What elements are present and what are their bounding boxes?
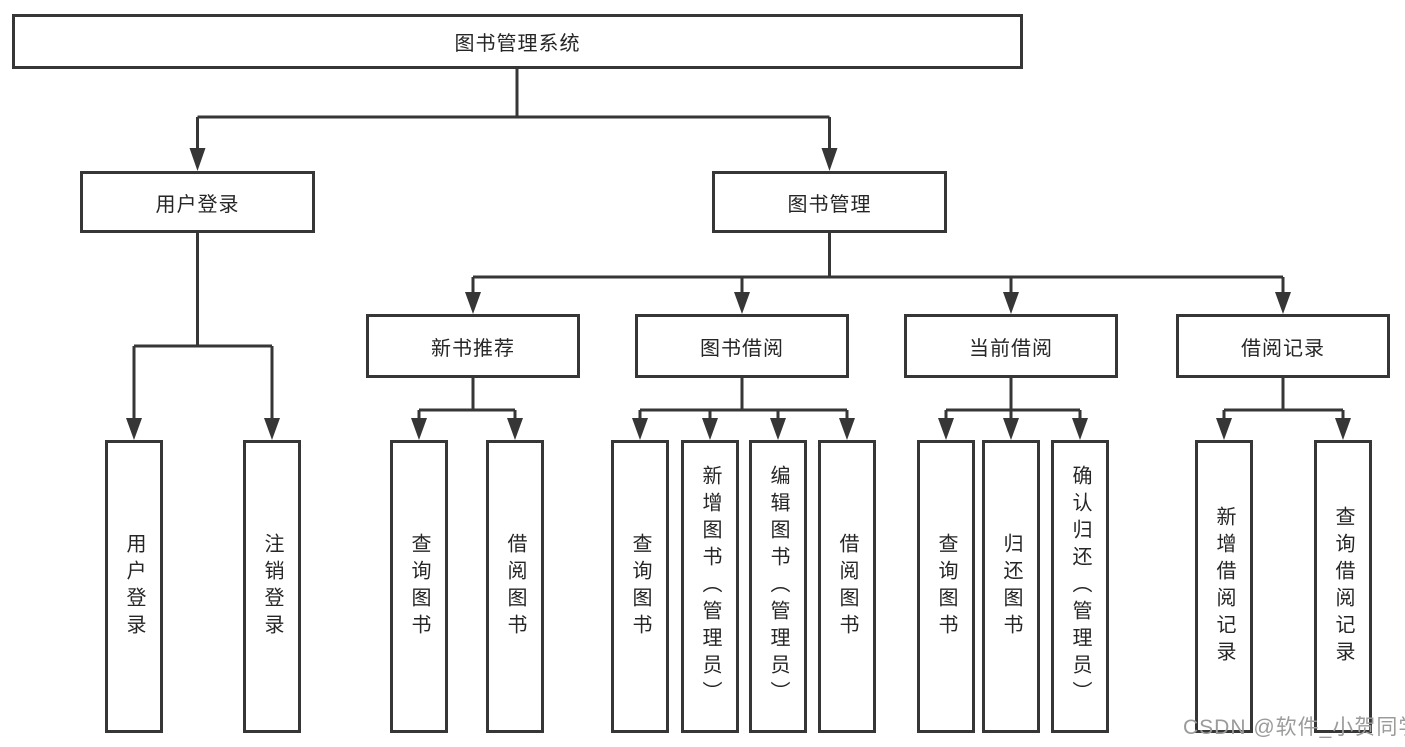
node-leaf-borrow-book-recommend: 借阅图书 [486, 440, 544, 733]
node-leaf-return-book: 归还图书 [982, 440, 1040, 733]
node-leaf-confirm-return-admin: 确认归还（管理员） [1051, 440, 1109, 733]
node-borrowing-records: 借阅记录 [1176, 314, 1390, 378]
node-book-management: 图书管理 [712, 171, 947, 233]
node-library-management-system: 图书管理系统 [12, 14, 1023, 69]
node-leaf-user-login: 用户登录 [105, 440, 163, 733]
connector-lines [132, 69, 1345, 421]
node-new-book-recommend: 新书推荐 [366, 314, 580, 378]
csdn-watermark: CSDN @软件_小贺同学 [1183, 716, 1405, 739]
node-user-login: 用户登录 [80, 171, 315, 233]
node-leaf-query-book-borrowing: 查询图书 [611, 440, 669, 733]
node-leaf-add-book-admin: 新增图书（管理员） [681, 440, 739, 733]
node-leaf-query-book-current: 查询图书 [917, 440, 975, 733]
arrowheads [126, 148, 1351, 440]
node-leaf-add-borrow-record: 新增借阅记录 [1195, 440, 1253, 733]
node-leaf-borrow-book: 借阅图书 [818, 440, 876, 733]
node-leaf-query-borrow-record: 查询借阅记录 [1314, 440, 1372, 733]
node-leaf-query-book-recommend: 查询图书 [390, 440, 448, 733]
node-current-borrowing: 当前借阅 [904, 314, 1118, 378]
node-leaf-logout: 注销登录 [243, 440, 301, 733]
node-book-borrowing: 图书借阅 [635, 314, 849, 378]
node-leaf-edit-book-admin: 编辑图书（管理员） [749, 440, 807, 733]
